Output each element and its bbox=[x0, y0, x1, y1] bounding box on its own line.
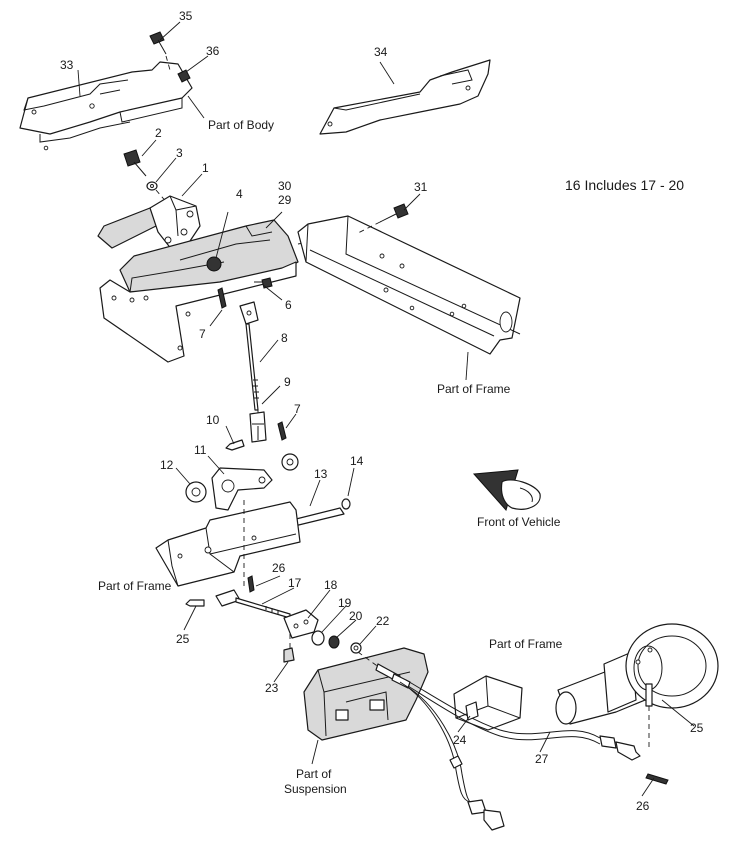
part-29-30-housing bbox=[119, 219, 321, 293]
note-includes: 16 Includes 17 - 20 bbox=[565, 177, 684, 193]
leader-lines bbox=[77, 21, 695, 797]
callout-23: 23 bbox=[265, 681, 279, 695]
callout-11: 11 bbox=[194, 443, 207, 457]
part-25-pin-left bbox=[185, 599, 205, 607]
callout-25-right: 25 bbox=[690, 721, 704, 735]
part-20-nut bbox=[328, 635, 340, 649]
callout-26-left: 26 bbox=[272, 561, 286, 575]
callout-14: 14 bbox=[350, 454, 364, 468]
callout-35: 35 bbox=[179, 9, 193, 23]
part-24-27-cables bbox=[357, 651, 641, 831]
caption-part-of-frame-lower: Part of Frame bbox=[489, 637, 563, 651]
part-9-clevis bbox=[249, 411, 267, 443]
callout-8: 8 bbox=[281, 331, 288, 345]
captions: Part of Body Part of Frame Part of Frame… bbox=[98, 118, 684, 796]
part-7-clip-lower bbox=[277, 421, 287, 441]
callout-7-lower: 7 bbox=[294, 402, 301, 416]
callout-24: 24 bbox=[453, 733, 467, 747]
callout-31: 31 bbox=[414, 180, 428, 194]
part-11-equalizer bbox=[211, 453, 299, 511]
callout-2: 2 bbox=[155, 126, 162, 140]
part-26-pin-left bbox=[247, 575, 255, 593]
part-25-pin-right bbox=[645, 683, 653, 748]
part-35-bolt bbox=[149, 31, 171, 71]
callout-3: 3 bbox=[176, 146, 183, 160]
frame-crossmember-left bbox=[155, 500, 301, 590]
caption-part-of-frame-right: Part of Frame bbox=[437, 382, 511, 396]
part-14-clip bbox=[341, 498, 351, 510]
part-8-rod bbox=[239, 301, 259, 424]
part-2-bolt bbox=[123, 149, 147, 177]
callout-10: 10 bbox=[206, 413, 220, 427]
part-7-pin-upper bbox=[217, 287, 227, 309]
callout-7-upper: 7 bbox=[199, 327, 206, 341]
part-19-spacer bbox=[311, 630, 325, 646]
part-10-pin bbox=[225, 439, 245, 451]
part-26-pin-right bbox=[645, 773, 669, 785]
part-18-bracket bbox=[283, 609, 319, 639]
part-23-bumper bbox=[283, 634, 295, 663]
front-of-vehicle-arrow-icon bbox=[472, 469, 541, 512]
part-34-bracket bbox=[319, 59, 491, 135]
suspension-bracket bbox=[303, 647, 429, 765]
part-17-adjuster bbox=[215, 589, 291, 619]
part-1-brake-lever bbox=[97, 195, 201, 251]
callout-12: 12 bbox=[160, 458, 174, 472]
callout-19: 19 bbox=[338, 596, 352, 610]
caption-part-of-suspension-1: Part of bbox=[296, 767, 332, 781]
callout-22: 22 bbox=[376, 614, 390, 628]
caption-part-of-body: Part of Body bbox=[208, 118, 274, 132]
callout-29: 29 bbox=[278, 193, 292, 207]
part-22-washer bbox=[350, 642, 362, 654]
part-31-bolt bbox=[355, 203, 409, 235]
caption-part-of-frame-left: Part of Frame bbox=[98, 579, 172, 593]
callout-6: 6 bbox=[285, 298, 292, 312]
rear-axle-housing bbox=[555, 623, 719, 725]
caption-part-of-suspension-2: Suspension bbox=[284, 782, 347, 796]
callout-27: 27 bbox=[535, 752, 549, 766]
part-4-nut bbox=[215, 211, 229, 259]
callout-34: 34 bbox=[374, 45, 388, 59]
callout-1: 1 bbox=[202, 161, 209, 175]
callout-30: 30 bbox=[278, 179, 292, 193]
frame-rail-upper-right bbox=[297, 215, 521, 381]
frame-channel-lower bbox=[453, 675, 523, 731]
callout-18: 18 bbox=[324, 578, 338, 592]
callout-33: 33 bbox=[60, 58, 74, 72]
callout-labels: 35 36 33 34 2 3 1 4 30 29 31 6 7 8 9 7 1… bbox=[60, 9, 704, 813]
callout-26-right: 26 bbox=[636, 799, 650, 813]
callout-25-left: 25 bbox=[176, 632, 190, 646]
callout-9: 9 bbox=[284, 375, 291, 389]
callout-36: 36 bbox=[206, 44, 220, 58]
front-of-vehicle-label: Front of Vehicle bbox=[477, 515, 561, 529]
callout-17: 17 bbox=[288, 576, 302, 590]
part-33-bracket bbox=[19, 61, 193, 151]
callout-4: 4 bbox=[236, 187, 243, 201]
part-12-bushing bbox=[185, 481, 207, 503]
part-3-washer bbox=[146, 181, 169, 205]
callout-20: 20 bbox=[349, 609, 363, 623]
callout-13: 13 bbox=[314, 467, 328, 481]
part-36-nut bbox=[177, 69, 191, 83]
